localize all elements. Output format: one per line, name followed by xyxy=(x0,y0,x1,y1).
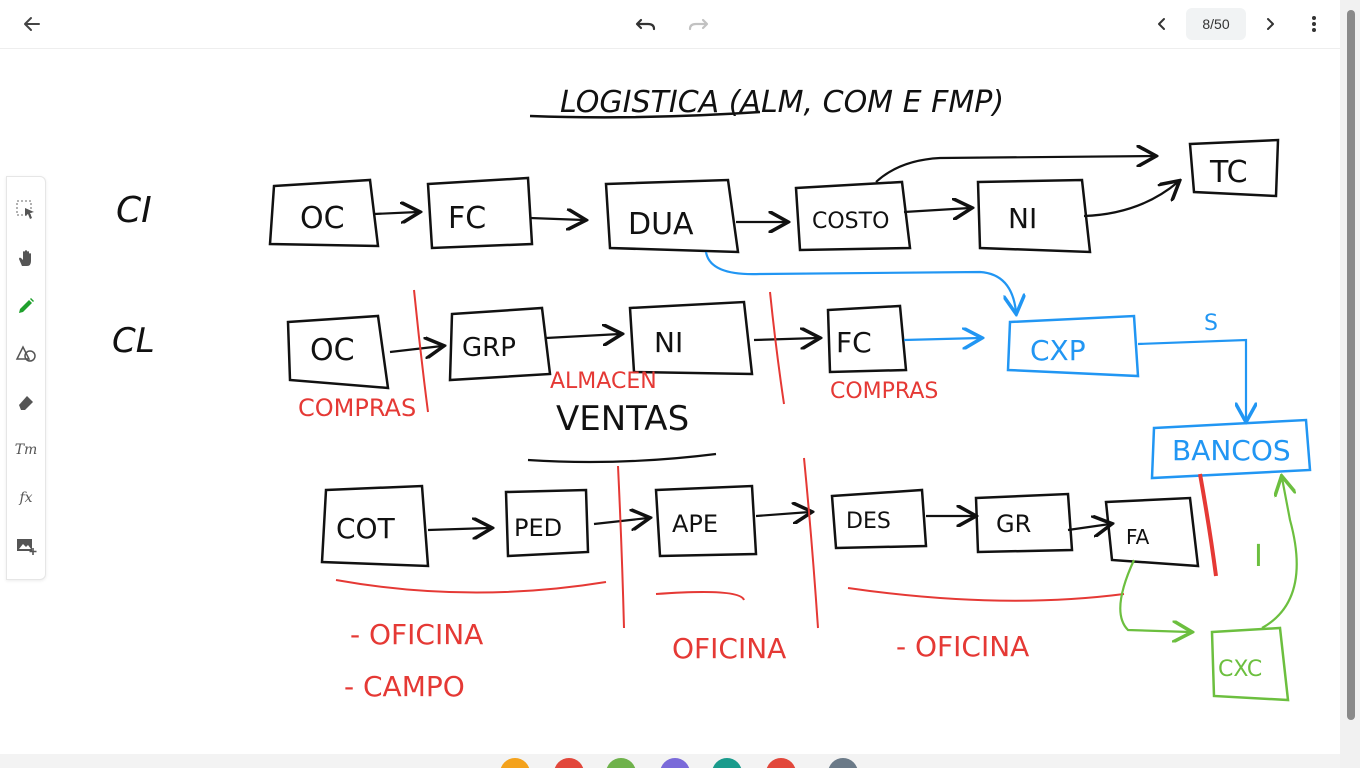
ventas-box-label: PED xyxy=(514,514,562,542)
bancos-label: BANCOS xyxy=(1172,434,1291,467)
cl-section-label: COMPRAS xyxy=(298,394,416,422)
app-icon[interactable] xyxy=(500,758,530,768)
ventas-section-label: OFICINA xyxy=(672,632,786,665)
cl-box-label: FC xyxy=(836,326,872,359)
app-icon[interactable] xyxy=(828,758,858,768)
cxc-label: CXC xyxy=(1218,657,1262,682)
cl-box-label: NI xyxy=(654,326,683,359)
ventas-section-label: - CAMPO xyxy=(344,670,465,703)
ci-box-label: OC xyxy=(300,201,345,236)
pen-tool[interactable] xyxy=(13,293,39,319)
undo-icon xyxy=(635,18,656,31)
top-toolbar: 8/50 xyxy=(0,0,1340,49)
eraser-tool[interactable] xyxy=(13,389,39,415)
ventas-sections: - OFICINA - CAMPO OFICINA - OFICINA xyxy=(335,457,1218,703)
app-icon[interactable] xyxy=(554,758,584,768)
previous-page-button[interactable] xyxy=(1146,8,1178,40)
more-options-button[interactable] xyxy=(1298,8,1330,40)
taskbar xyxy=(0,754,1340,768)
next-page-button[interactable] xyxy=(1254,8,1286,40)
chevron-left-icon xyxy=(1158,18,1165,30)
app-icon[interactable] xyxy=(766,758,796,768)
redo-button[interactable] xyxy=(682,8,714,40)
ci-box-label: TC xyxy=(1209,155,1248,190)
cxc-flow: CXC I xyxy=(1119,478,1298,702)
whiteboard-canvas[interactable]: LOGISTICA (ALM, COM E FMP) CI CL OC FC D… xyxy=(0,48,1340,754)
app-icon[interactable] xyxy=(660,758,690,768)
title-text: LOGISTICA (ALM, COM E FMP) xyxy=(560,85,1004,120)
row-cl-label: CL xyxy=(112,321,155,361)
cl-row: OC GRP NI FC xyxy=(286,300,908,390)
ci-box-label: NI xyxy=(1008,202,1037,235)
cl-box-label: GRP xyxy=(462,333,516,363)
more-vertical-icon xyxy=(1312,16,1316,32)
select-arrow-icon xyxy=(16,200,34,219)
cl-section-label: COMPRAS xyxy=(830,379,938,404)
shapes-icon xyxy=(15,345,36,362)
arrow-left-icon xyxy=(24,17,40,31)
green-i-label: I xyxy=(1254,539,1263,574)
ventas-section-label: - OFICINA xyxy=(896,630,1029,663)
ci-box-label: DUA xyxy=(628,207,694,242)
ventas-title: VENTAS xyxy=(556,399,689,439)
insert-image-tool[interactable] xyxy=(13,533,39,559)
cxp-label: CXP xyxy=(1030,334,1086,367)
app-icon[interactable] xyxy=(606,758,636,768)
chevron-right-icon xyxy=(1267,18,1274,30)
ventas-row: COT PED APE DES GR FA xyxy=(320,484,1200,568)
scrollbar-thumb[interactable] xyxy=(1347,10,1355,720)
ci-row: OC FC DUA COSTO NI TC xyxy=(268,138,1280,254)
ventas-box-label: FA xyxy=(1126,525,1150,549)
redo-icon xyxy=(688,18,709,31)
row-ci-label: CI xyxy=(116,190,152,231)
image-add-icon xyxy=(17,539,37,555)
ventas-box-label: DES xyxy=(846,509,891,534)
select-tool[interactable] xyxy=(13,197,39,223)
page-indicator[interactable]: 8/50 xyxy=(1186,8,1246,40)
handwritten-notes: LOGISTICA (ALM, COM E FMP) CI CL OC FC D… xyxy=(112,85,1312,703)
ventas-box-label: GR xyxy=(996,510,1031,538)
drawing-toolbar: Tт fx xyxy=(6,176,46,580)
ventas-box-label: COT xyxy=(336,512,396,545)
hand-icon xyxy=(19,250,31,266)
text-tool[interactable]: Tт xyxy=(14,442,38,458)
cl-section-label: ALMACEN xyxy=(550,369,657,394)
ventas-box-label: APE xyxy=(672,510,718,538)
eraser-icon xyxy=(19,396,33,410)
ci-box-label: COSTO xyxy=(812,209,889,234)
app-icon[interactable] xyxy=(712,758,742,768)
cl-sections: COMPRAS ALMACEN COMPRAS xyxy=(298,289,938,422)
back-button[interactable] xyxy=(16,8,48,40)
ci-box-label: FC xyxy=(448,201,486,236)
shapes-tool[interactable] xyxy=(13,341,39,367)
cxp-flow: CXP S BANCOS xyxy=(704,251,1312,480)
formula-tool[interactable]: fx xyxy=(19,490,33,506)
undo-button[interactable] xyxy=(630,8,662,40)
blue-s-label: S xyxy=(1204,311,1218,336)
ventas-section-label: - OFICINA xyxy=(350,618,483,651)
hand-tool[interactable] xyxy=(13,245,39,271)
pencil-icon xyxy=(19,298,34,313)
cl-box-label: OC xyxy=(310,333,355,368)
